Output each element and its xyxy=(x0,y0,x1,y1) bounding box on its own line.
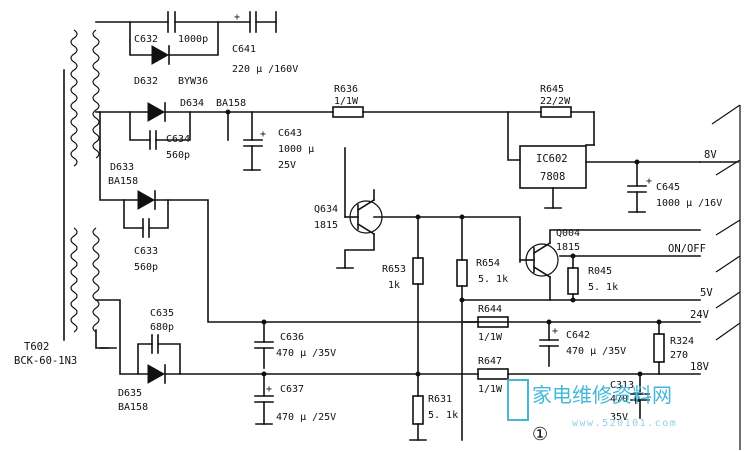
watermark: 家电维修资料网 www.520101.com ① xyxy=(507,379,677,445)
c313-label: C313 xyxy=(610,380,634,391)
r636-label: R636 xyxy=(334,84,358,95)
r653-label: R653 xyxy=(382,264,406,275)
c635-label: C635 xyxy=(150,308,174,319)
c313-value: 470 μ xyxy=(610,394,640,405)
r653-value: 1k xyxy=(388,280,400,291)
c632-label: C632 xyxy=(134,34,158,45)
r636-value: 1/1W xyxy=(334,96,359,107)
c642-label: C642 xyxy=(566,330,590,341)
q634-label: Q634 xyxy=(314,204,338,215)
d633-label: D633 xyxy=(110,162,134,173)
watermark-text: 家电维修资料网 xyxy=(532,383,672,407)
r324-label: R324 xyxy=(670,336,694,347)
out-24v-label: 24V xyxy=(690,309,710,321)
c643-value: 1000 μ xyxy=(278,144,314,155)
transformer-t602: T602 BCK-60-1N3 xyxy=(14,29,100,367)
out-8v-label: 8V xyxy=(704,149,717,161)
regulator-section: R636 1/1W R645 22/2W IC602 7808 + C645 1… xyxy=(332,84,739,213)
c637-plus: + xyxy=(266,384,272,395)
t602-label: T602 xyxy=(24,341,49,353)
r644-value: 1/1W xyxy=(478,332,503,343)
d635-type: BA158 xyxy=(118,402,148,413)
c634-value: 560p xyxy=(166,150,190,161)
out-onoff-label: ON/OFF xyxy=(668,243,706,255)
q004-label: Q004 xyxy=(556,228,580,239)
c637-value: 470 μ /25V xyxy=(276,412,336,423)
r654-label: R654 xyxy=(476,258,500,269)
rail-24v: C633 560p 24V C636 470 μ /35V + C642 470… xyxy=(99,149,710,375)
ic602-label: IC602 xyxy=(536,153,568,165)
c643-voltage: 25V xyxy=(278,160,296,171)
c634-label: C634 xyxy=(166,134,190,145)
c645-value: 1000 μ /16V xyxy=(656,198,722,209)
d634-type: BA158 xyxy=(216,98,246,109)
r647-value: 1/1W xyxy=(478,384,503,395)
watermark-url: www.520101.com xyxy=(572,418,677,429)
rail-18v: C635 680p D635 BA158 + C637 470 μ /25V R… xyxy=(95,299,710,425)
r645-value: 22/2W xyxy=(540,96,571,107)
c633-value: 560p xyxy=(134,262,158,273)
top-snubber: + C632 1000p C641 220 μ /160V D632 BYW36 xyxy=(95,11,298,87)
r631-value: 5. 1k xyxy=(428,410,458,421)
r647-label: R647 xyxy=(478,356,502,367)
r645-label: R645 xyxy=(540,84,564,95)
c645-label: C645 xyxy=(656,182,680,193)
c633-label: C633 xyxy=(134,246,158,257)
c636-label: C636 xyxy=(280,332,304,343)
r631-label: R631 xyxy=(428,394,452,405)
out-18v-label: 18V xyxy=(690,361,710,373)
watermark-mark: ① xyxy=(532,424,548,445)
d634-label: D634 xyxy=(180,98,204,109)
c641-value: 220 μ /160V xyxy=(232,64,298,75)
connector-edge xyxy=(711,104,741,450)
c643-plus: + xyxy=(260,129,266,140)
q634-type: 1815 xyxy=(314,220,338,231)
c637-label: C637 xyxy=(280,384,304,395)
r644-label: R644 xyxy=(478,304,502,315)
rail-8v-source: D634 BA158 C634 560p + C643 1000 μ 25V D… xyxy=(95,98,334,187)
r324-value: 270 xyxy=(670,350,688,361)
c632-value: 1000p xyxy=(178,34,208,45)
c313-voltage: 35V xyxy=(610,412,628,423)
q004-type: 1815 xyxy=(556,242,580,253)
d633-type: BA158 xyxy=(108,176,138,187)
r045-label: R045 xyxy=(588,266,612,277)
d632-type: BYW36 xyxy=(178,76,208,87)
c635-value: 680p xyxy=(150,322,174,333)
c642-value: 470 μ /35V xyxy=(566,346,626,357)
c641-plus: + xyxy=(234,12,240,23)
ic602-type: 7808 xyxy=(540,171,565,183)
c636-value: 470 μ /35V xyxy=(276,348,336,359)
c642-plus: + xyxy=(552,326,558,337)
r654-value: 5. 1k xyxy=(478,274,508,285)
c645-plus: + xyxy=(646,176,652,187)
d632-label: D632 xyxy=(134,76,158,87)
r045-value: 5. 1k xyxy=(588,282,618,293)
d635-label: D635 xyxy=(118,388,142,399)
out-5v-label: 5V xyxy=(700,287,713,299)
c641-label: C641 xyxy=(232,44,256,55)
switching-section: Q634 1815 R653 1k R631 5. 1k R654 5. 1k … xyxy=(314,147,713,441)
t602-type: BCK-60-1N3 xyxy=(14,355,77,367)
c643-label: C643 xyxy=(278,128,302,139)
